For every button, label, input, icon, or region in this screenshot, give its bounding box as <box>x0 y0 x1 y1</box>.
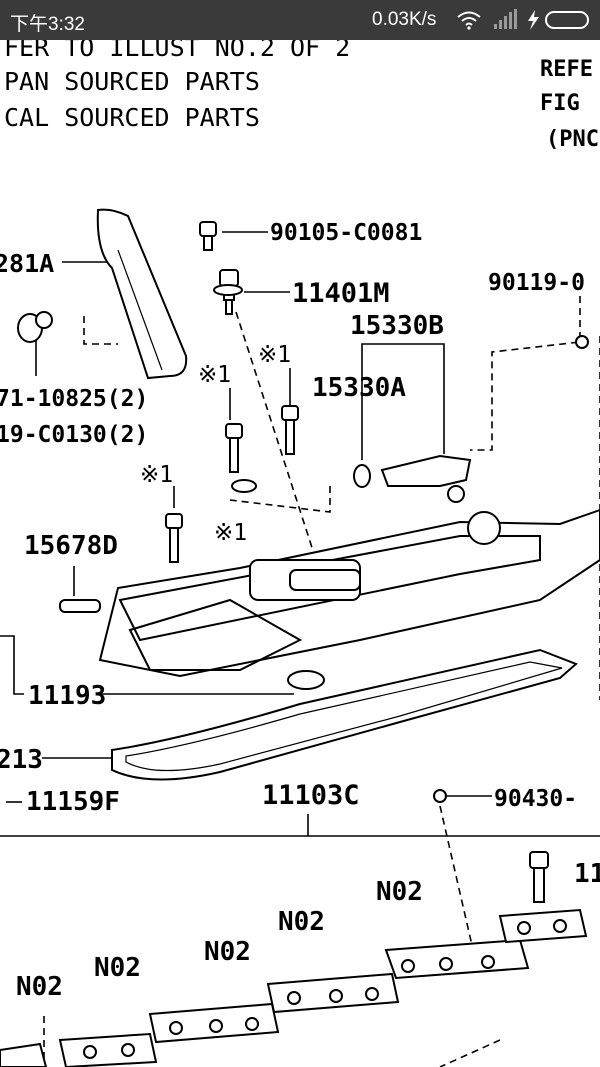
label-71-10825: 71-10825(2) <box>0 386 148 412</box>
bearing-cap-6 <box>0 1042 48 1067</box>
charging-icon <box>528 10 539 30</box>
label-90119: 90119-0 <box>488 270 585 296</box>
label-15330A: 15330A <box>312 373 406 403</box>
nut-71-10825 <box>17 311 53 343</box>
washer <box>231 479 257 493</box>
label-15678D: 15678D <box>24 531 118 561</box>
label-11159F: 11159F <box>26 787 120 817</box>
plug-90430 <box>433 789 447 803</box>
marker-1d: ※1 <box>214 520 247 546</box>
header-right-3: (PNC <box>546 127 599 152</box>
label-11193: 11193 <box>28 681 106 711</box>
label-n02-1: N02 <box>376 877 423 907</box>
label-n02-2: N02 <box>278 907 325 937</box>
status-icons <box>457 9 589 30</box>
marker-1a: ※1 <box>258 342 291 368</box>
bolt-90105 <box>199 221 217 251</box>
label-90430: 90430- <box>494 786 577 812</box>
parts-diagram: FER TO ILLUST NO.2 OF 2 PAN SOURCED PART… <box>0 40 600 1067</box>
bolt-right-11 <box>529 851 549 903</box>
status-time: 下午3:32 <box>10 14 85 35</box>
oring-15330A <box>353 464 371 488</box>
label-n02-4: N02 <box>94 953 141 983</box>
battery-icon <box>545 11 589 29</box>
label-11103C: 11103C <box>262 780 360 811</box>
bearing-cap-2 <box>266 972 400 1014</box>
bolt-marker-b <box>225 423 243 473</box>
bolt-marker-c <box>165 513 183 563</box>
status-net-speed: 0.03K/s <box>372 9 437 30</box>
label-19-C0130: 19-C0130(2) <box>0 422 148 448</box>
label-11401M: 11401M <box>292 278 390 309</box>
header-right-1: REFE <box>540 57 593 82</box>
bracket-281A <box>96 208 188 380</box>
header-line-2: PAN SOURCED PARTS <box>4 67 260 96</box>
header-right-2: FIG <box>540 91 580 116</box>
label-281A: 281A <box>0 249 54 278</box>
label-11-right: 11 <box>574 859 600 889</box>
signal-icon <box>494 9 517 29</box>
label-n02-3: N02 <box>204 937 251 967</box>
wifi-icon <box>457 11 481 30</box>
sensor-15330B <box>380 454 472 503</box>
bolt-90119 <box>575 335 589 349</box>
label-15330B: 15330B <box>350 311 444 341</box>
marker-1b: ※1 <box>198 362 231 388</box>
bearing-cap-5 <box>498 908 588 944</box>
header-line-3: CAL SOURCED PARTS <box>4 103 260 132</box>
bearing-cap-3 <box>148 1002 280 1044</box>
label-90105-C0081: 90105-C0081 <box>270 220 422 246</box>
cylinder-head-cover <box>98 508 600 678</box>
grommet-11193 <box>287 670 325 690</box>
label-213: 213 <box>0 745 43 775</box>
status-bar: 下午3:32 0.03K/s <box>0 0 600 40</box>
bearing-cap-4 <box>58 1032 158 1067</box>
stud-11401M <box>213 269 243 315</box>
pipe-15678D <box>59 599 101 613</box>
gasket-213 <box>111 648 578 781</box>
header-line-1: FER TO ILLUST NO.2 OF 2 <box>4 40 350 62</box>
bolt-marker-a <box>281 405 299 455</box>
marker-1c: ※1 <box>140 462 173 488</box>
label-n02-5: N02 <box>16 972 63 1002</box>
bearing-cap-1 <box>384 938 530 980</box>
